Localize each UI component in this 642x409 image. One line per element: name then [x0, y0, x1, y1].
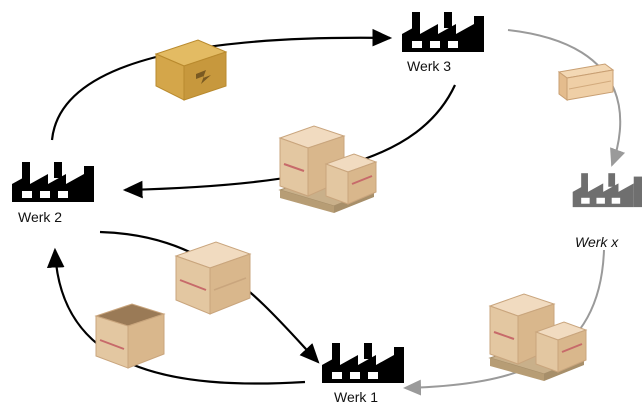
wooden-crate-icon	[170, 236, 256, 325]
plant-werk-x	[565, 170, 642, 230]
plant-werk-2	[10, 162, 100, 222]
plant-werk-1	[320, 343, 410, 403]
open-crate-icon	[92, 298, 168, 377]
factory-icon	[12, 162, 94, 202]
plant-werk-3	[400, 12, 490, 72]
label-werk-3: Werk 3	[407, 58, 452, 74]
label-werk-x: Werk x	[575, 234, 619, 250]
pallet-crates-icon	[272, 118, 380, 221]
factory-icon	[322, 343, 404, 383]
tray-box-icon	[555, 58, 617, 111]
arrow-werk3-to-werkx	[507, 29, 626, 167]
factory-icon	[572, 173, 642, 208]
label-werk-2: Werk 2	[18, 209, 63, 225]
carton-box-icon	[150, 34, 232, 109]
factory-icon	[402, 12, 484, 52]
pallet-crates-icon	[482, 286, 590, 389]
label-werk-1: Werk 1	[334, 389, 379, 405]
arrow-werk2-to-werk3	[50, 28, 393, 141]
